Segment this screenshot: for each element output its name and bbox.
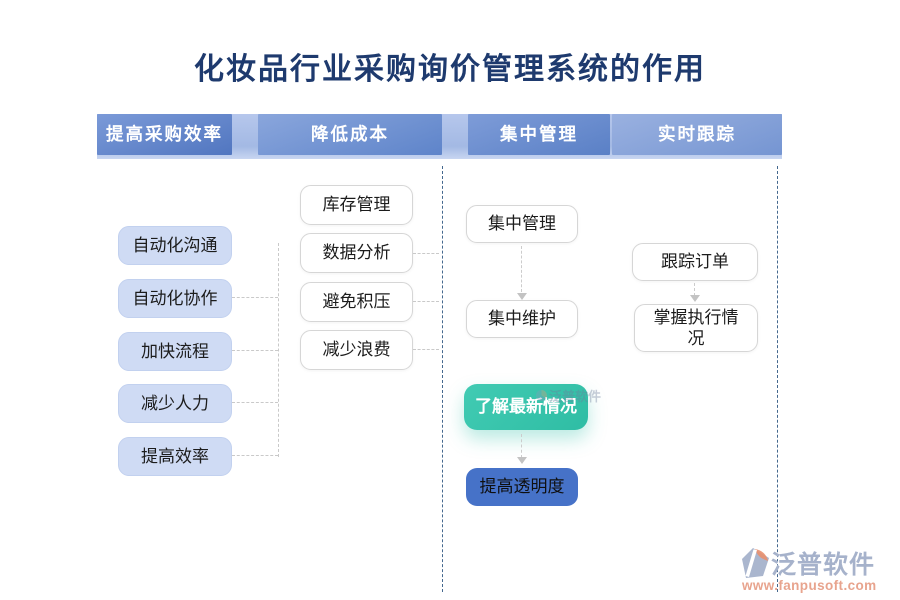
tab-reduce-cost: 降低成本 bbox=[258, 114, 442, 155]
flow-connector bbox=[521, 246, 522, 292]
flow-connector bbox=[521, 434, 522, 458]
node-data-analysis: 数据分析 bbox=[300, 233, 413, 273]
tab-improve-procurement-efficiency: 提高采购效率 bbox=[97, 114, 232, 155]
connector bbox=[413, 349, 439, 350]
arrow-down-icon bbox=[517, 293, 527, 300]
node-improve-transparency: 提高透明度 bbox=[466, 468, 578, 506]
arrow-down-icon bbox=[517, 457, 527, 464]
brand-name: 泛普软件 bbox=[771, 551, 876, 579]
guide-line-left bbox=[442, 166, 443, 592]
node-centralized-maintenance: 集中维护 bbox=[466, 300, 578, 338]
flow-connector bbox=[694, 283, 695, 296]
node-avoid-backlog: 避免积压 bbox=[300, 282, 413, 322]
connector-rail-efficiency bbox=[278, 243, 279, 457]
brand-url: www.fanpusoft.com bbox=[742, 578, 877, 593]
fanpu-logo: 泛普软件 www.fanpusoft.com bbox=[740, 545, 895, 595]
node-centralized-management: 集中管理 bbox=[466, 205, 578, 243]
node-know-latest-status: 了解最新情况 bbox=[464, 384, 588, 430]
tab-realtime-tracking: 实时跟踪 bbox=[612, 114, 782, 155]
connector bbox=[232, 350, 278, 351]
node-reduce-waste: 减少浪费 bbox=[300, 330, 413, 370]
connector bbox=[232, 402, 278, 403]
tab-centralized-management: 集中管理 bbox=[468, 114, 610, 155]
node-automated-communication: 自动化沟通 bbox=[118, 226, 232, 265]
category-header-bar: 提高采购效率 降低成本 集中管理 实时跟踪 bbox=[97, 114, 782, 159]
connector bbox=[232, 455, 278, 456]
guide-line-right bbox=[777, 166, 778, 592]
arrow-down-icon bbox=[690, 295, 700, 302]
node-improve-efficiency: 提高效率 bbox=[118, 437, 232, 476]
node-reduce-manpower: 减少人力 bbox=[118, 384, 232, 423]
node-track-orders: 跟踪订单 bbox=[632, 243, 758, 281]
connector bbox=[413, 301, 439, 302]
connector bbox=[232, 297, 278, 298]
fanpu-logo-icon bbox=[742, 547, 769, 578]
node-speed-up-process: 加快流程 bbox=[118, 332, 232, 371]
node-grasp-execution-status: 掌握执行情况 bbox=[634, 304, 758, 352]
node-inventory-management: 库存管理 bbox=[300, 185, 413, 225]
page-title: 化妆品行业采购询价管理系统的作用 bbox=[194, 53, 706, 86]
node-automated-collaboration: 自动化协作 bbox=[118, 279, 232, 318]
connector bbox=[413, 253, 439, 254]
